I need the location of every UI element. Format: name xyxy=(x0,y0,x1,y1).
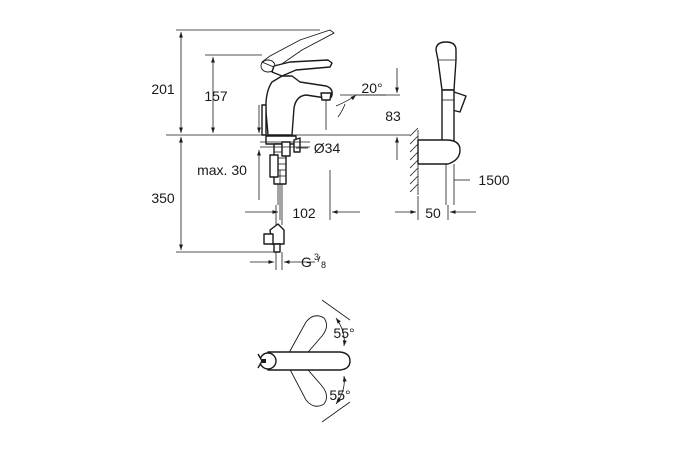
dim-83: 83 xyxy=(385,108,401,124)
dim-angle-20: 20° xyxy=(361,80,382,96)
dim-angle-55-bottom: 55° xyxy=(329,387,350,403)
dim-diameter-34: Ø34 xyxy=(314,140,341,156)
dim-thread-g: G xyxy=(301,254,312,270)
dim-thread-denominator: 8 xyxy=(321,260,326,270)
faucet-lever xyxy=(271,59,333,77)
dim-157: 157 xyxy=(204,88,228,104)
dim-201: 201 xyxy=(151,81,175,97)
dim-102: 102 xyxy=(292,205,316,221)
dim-350: 350 xyxy=(151,190,175,206)
dim-thread-numerator: 3 xyxy=(314,252,319,262)
dim-1500: 1500 xyxy=(478,172,509,188)
lever-top-view xyxy=(267,351,351,371)
faucet-top-view: 55° 55° xyxy=(257,299,355,423)
faucet-body xyxy=(265,75,333,136)
dim-max30: max. 30 xyxy=(197,162,247,178)
dim-angle-55-top: 55° xyxy=(333,325,354,341)
dim-50: 50 xyxy=(425,205,441,221)
wall-holder xyxy=(417,139,461,165)
faucet-side-view: 201 157 350 max. 30 Ø34 20° 83 102 xyxy=(151,29,410,270)
hand-shower-side-view: 1500 50 xyxy=(395,41,510,221)
aerator xyxy=(320,92,332,101)
hand-shower-head xyxy=(435,41,457,91)
